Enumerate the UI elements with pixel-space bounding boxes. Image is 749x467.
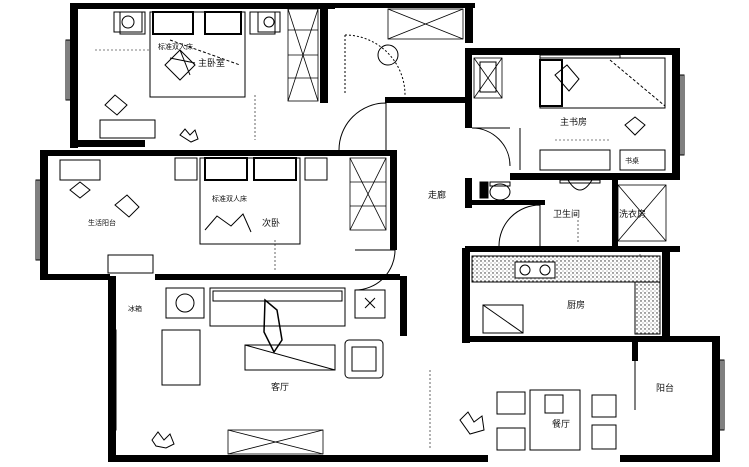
coffee-table <box>244 344 336 371</box>
label-master-bedroom: 主卧室 <box>198 59 226 69</box>
second-bed <box>174 157 328 245</box>
plant-living <box>151 128 199 449</box>
label-laundry: 洗衣房 <box>619 210 647 220</box>
kitchen-counter <box>471 255 661 335</box>
label-side: 冰箱 <box>128 305 142 313</box>
label-second-bed-note: 标准双人床 <box>212 195 247 203</box>
label-study-note: 书桌 <box>625 157 639 165</box>
tv-cabinet <box>161 329 201 386</box>
label-master-bed-note: 标准双人床 <box>158 43 193 51</box>
label-balcony-left: 生活阳台 <box>88 219 116 227</box>
doors <box>338 34 636 410</box>
label-second-bedroom: 次卧 <box>262 219 281 229</box>
master-bed <box>119 11 276 98</box>
sofa <box>165 287 386 354</box>
bathroom-fixtures <box>479 179 593 201</box>
label-living-room: 客厅 <box>271 383 290 393</box>
misc-fixtures <box>59 11 666 274</box>
annotation-lines <box>95 49 641 450</box>
label-bathroom: 卫生间 <box>553 210 581 220</box>
study-bed <box>539 57 666 109</box>
label-kitchen: 厨房 <box>567 301 586 311</box>
label-balcony-right: 阳台 <box>656 384 675 394</box>
label-dining: 餐厅 <box>552 420 571 430</box>
closets <box>227 8 667 455</box>
dining-set <box>459 389 617 451</box>
armchair <box>344 339 384 379</box>
label-study: 主书房 <box>560 118 588 128</box>
windows <box>35 39 725 431</box>
label-corridor: 走廊 <box>428 191 447 201</box>
